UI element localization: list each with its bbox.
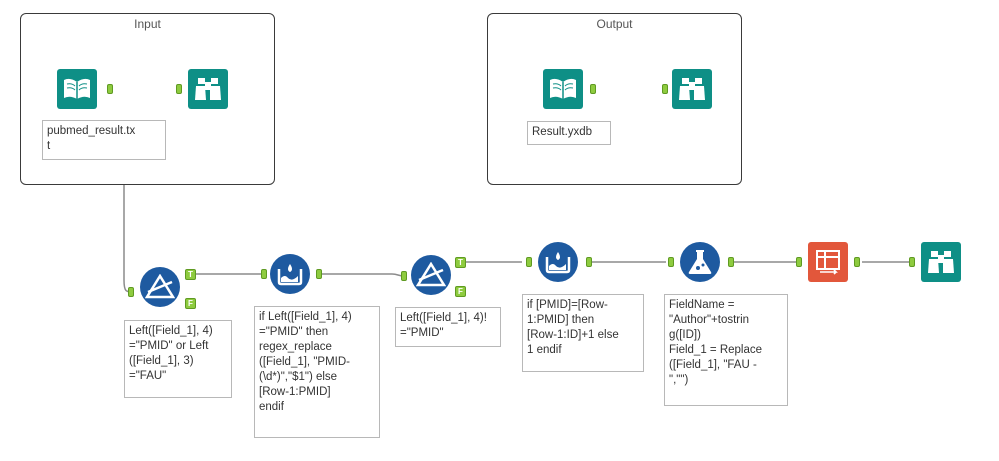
binoculars-icon <box>928 251 954 273</box>
input-anchor[interactable] <box>128 287 134 297</box>
container-title: Output <box>596 17 633 31</box>
filter-tool[interactable] <box>411 255 451 295</box>
multi-row-formula-tool[interactable] <box>538 242 578 282</box>
input-anchor[interactable] <box>176 84 182 94</box>
input-anchor[interactable] <box>909 257 915 267</box>
input-anchor[interactable] <box>796 257 802 267</box>
binoculars-icon <box>195 78 221 100</box>
false-anchor[interactable]: F <box>185 298 196 309</box>
output-file-annotation: Result.yxdb <box>527 121 611 145</box>
true-anchor[interactable]: T <box>185 269 196 280</box>
output-anchor[interactable] <box>107 84 113 94</box>
formula1-annotation: if Left([Field_1], 4) ="PMID" then regex… <box>254 306 380 438</box>
output-anchor[interactable] <box>586 257 592 267</box>
formula-tool[interactable] <box>680 242 720 282</box>
formula-flask-icon <box>688 250 712 274</box>
output-anchor[interactable] <box>728 257 734 267</box>
filter2-annotation: Left([Field_1], 4)! ="PMID" <box>395 307 501 347</box>
filter-icon <box>416 262 446 287</box>
filter-icon <box>145 274 175 299</box>
formula3-annotation: FieldName = "Author"+tostrin g([ID]) Fie… <box>664 294 788 406</box>
container-title: Input <box>134 17 161 31</box>
multi-row-formula-tool[interactable] <box>270 254 310 294</box>
browse-tool[interactable] <box>921 242 961 282</box>
browse-tool[interactable] <box>188 69 228 109</box>
input-anchor[interactable] <box>401 271 407 281</box>
cross-tab-tool[interactable] <box>808 242 848 282</box>
output-data-tool[interactable] <box>543 69 583 109</box>
wire-formula1-filter2 <box>322 273 405 277</box>
filter1-annotation: Left([Field_1], 4) ="PMID" or Left ([Fie… <box>124 320 232 398</box>
true-anchor[interactable]: T <box>455 257 466 268</box>
cross-tab-icon <box>816 250 840 275</box>
false-anchor[interactable]: F <box>455 286 466 297</box>
input-anchor[interactable] <box>261 269 267 279</box>
output-anchor[interactable] <box>854 257 860 267</box>
input-data-tool[interactable] <box>57 69 97 109</box>
input-anchor[interactable] <box>662 84 668 94</box>
input-anchor[interactable] <box>668 257 674 267</box>
output-anchor[interactable] <box>590 84 596 94</box>
input-anchor[interactable] <box>526 257 532 267</box>
multi-row-formula-icon <box>545 252 571 274</box>
output-anchor[interactable] <box>316 269 322 279</box>
multi-row-formula-icon <box>277 264 303 286</box>
filter-tool[interactable] <box>140 267 180 307</box>
book-icon <box>64 78 90 99</box>
book-icon <box>550 78 576 99</box>
binoculars-icon <box>679 78 705 100</box>
browse-tool[interactable] <box>672 69 712 109</box>
formula2-annotation: if [PMID]=[Row- 1:PMID] then [Row-1:ID]+… <box>522 294 644 372</box>
input-file-annotation: pubmed_result.tx t <box>42 120 166 160</box>
